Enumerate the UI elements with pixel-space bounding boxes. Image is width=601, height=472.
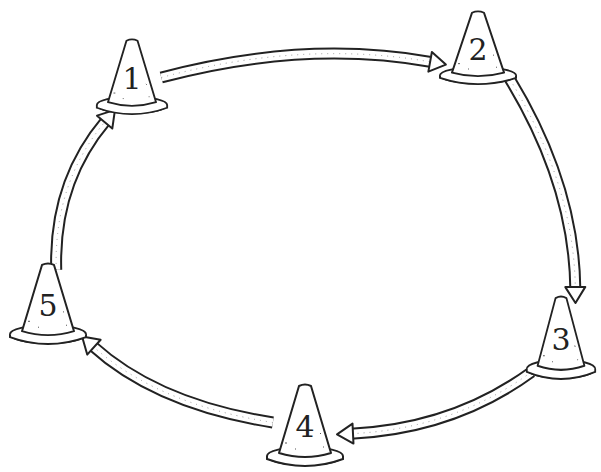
arrow-outline (351, 372, 531, 434)
cone-number: 1 (95, 62, 169, 96)
curved-arrow (82, 336, 273, 422)
arrow-texture (351, 372, 531, 434)
arrow-fill (510, 79, 575, 289)
curved-arrow (161, 52, 446, 78)
arrow-texture (92, 346, 272, 423)
traffic-cone: 2 (438, 10, 518, 86)
traffic-cone: 4 (265, 383, 345, 468)
arrow-texture (56, 121, 106, 270)
arrow-fill (351, 372, 531, 434)
arrow-fill (161, 54, 432, 78)
cone-number: 4 (265, 410, 345, 444)
arrow-fill (92, 346, 272, 423)
arrow-outline (92, 346, 272, 423)
curved-arrow (510, 79, 585, 303)
arrow-outline (510, 79, 575, 289)
arrowhead (82, 336, 101, 354)
arrow-fill (56, 121, 106, 270)
cone-number: 5 (8, 289, 88, 323)
arrow-outline (56, 121, 106, 270)
arrowhead (428, 52, 446, 72)
cone-number: 3 (525, 323, 597, 357)
arrow-texture (161, 54, 432, 78)
arrowhead (337, 424, 353, 444)
traffic-cone: 3 (525, 295, 597, 381)
curved-arrow (337, 372, 531, 444)
cone-number: 2 (438, 33, 518, 67)
traffic-cone: 1 (95, 38, 169, 116)
curved-arrow (56, 110, 115, 270)
arrow-outline (161, 54, 432, 78)
arrowhead (565, 287, 585, 303)
arrow-texture (510, 79, 575, 289)
traffic-cone: 5 (8, 262, 88, 346)
